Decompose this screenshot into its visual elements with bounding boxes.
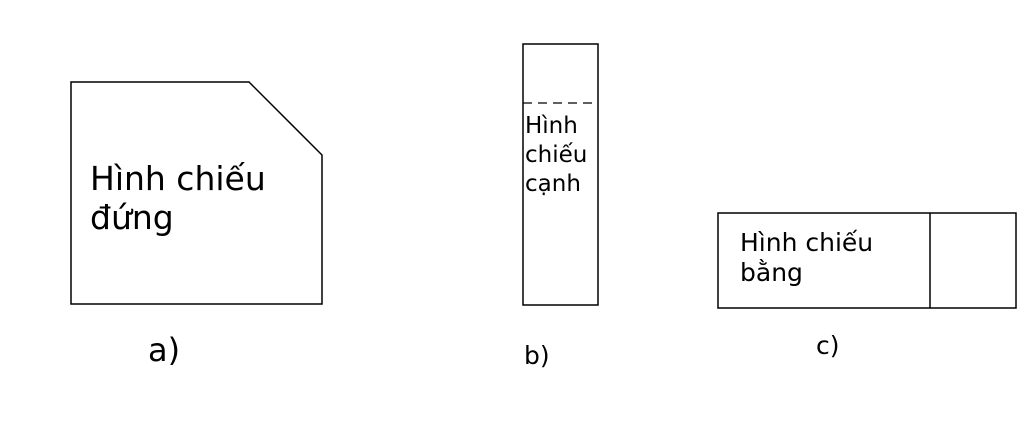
top-view-label-line-2: bằng	[740, 257, 803, 287]
front-view-label-line-1: Hình chiếu	[90, 159, 266, 198]
top-view-label-line-1: Hình chiếu	[740, 228, 874, 257]
top-view-outline	[717, 212, 1017, 309]
side-view-outline	[522, 43, 599, 306]
top-view-label: Hình chiếu bằng	[740, 228, 873, 287]
caption-b: b)	[524, 341, 550, 370]
front-view-outline	[70, 81, 323, 305]
caption-a: a)	[148, 331, 181, 369]
side-view-label-line-1: Hình	[525, 113, 578, 139]
side-view-label-line-3: cạnh	[525, 170, 581, 197]
front-view-label: Hình chiếu đứng	[90, 159, 266, 238]
side-view-label-line-2: chiếu	[525, 141, 588, 168]
side-view-label: Hình chiếu cạnh	[525, 112, 587, 198]
front-view-label-line-2: đứng	[90, 197, 174, 237]
caption-c: c)	[816, 331, 840, 360]
